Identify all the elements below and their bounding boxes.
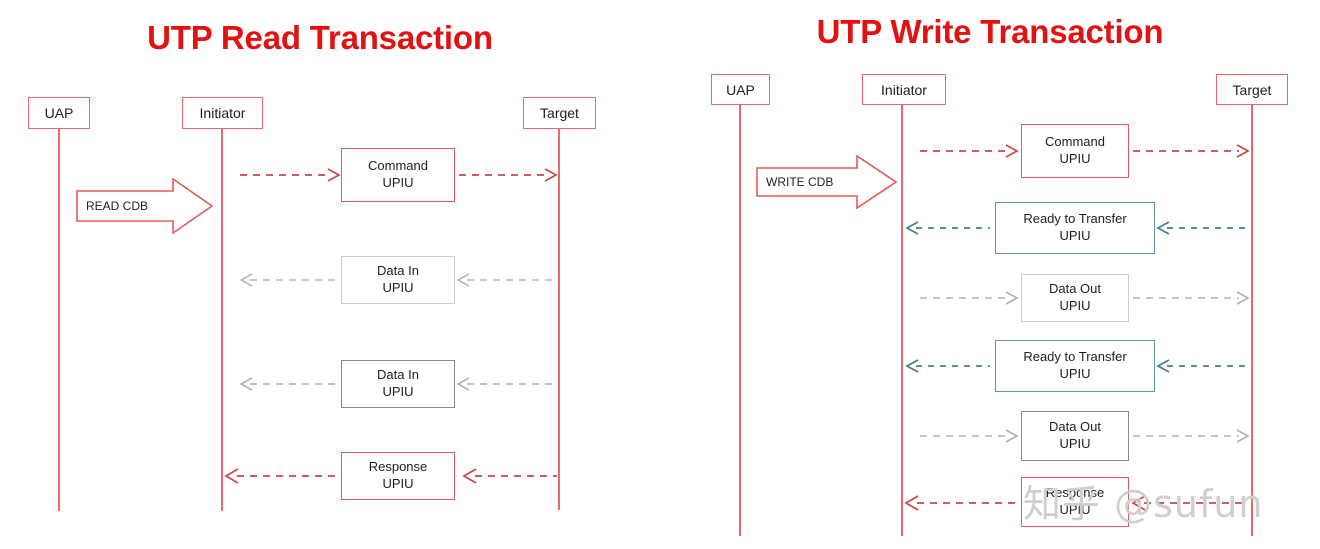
message-box-data-out-upiu-1[interactable]: Data Out UPIU bbox=[1021, 274, 1129, 322]
actor-initiator-label: Initiator bbox=[881, 81, 927, 98]
arrow-response-to-initiator bbox=[904, 495, 1019, 511]
actor-initiator[interactable]: Initiator bbox=[182, 97, 263, 129]
message-line-1: Data Out bbox=[1048, 419, 1102, 435]
message-line-2: UPIU bbox=[1059, 228, 1091, 243]
message-line-1: Data In bbox=[377, 263, 419, 279]
message-box-command-upiu[interactable]: Command UPIU bbox=[1021, 124, 1129, 178]
watermark: 知乎 @sufun bbox=[1023, 482, 1264, 526]
arrow-data-in-2-to-initiator bbox=[239, 377, 340, 391]
message-line-1: Ready to Transfer bbox=[1023, 211, 1127, 227]
lifeline-target bbox=[558, 128, 560, 510]
block-arrow-shape bbox=[756, 154, 898, 210]
arrow-ready-2-to-initiator bbox=[905, 359, 990, 373]
arrow-response-to-initiator bbox=[224, 468, 341, 484]
write-cdb-block-arrow[interactable]: WRITE CDB bbox=[756, 154, 898, 210]
lifeline-initiator bbox=[221, 128, 223, 511]
message-box-ready-to-transfer-upiu-2[interactable]: Ready to Transfer UPIU bbox=[995, 340, 1155, 392]
read-diagram-title: UTP Read Transaction bbox=[147, 19, 493, 56]
write-diagram-title: UTP Write Transaction bbox=[816, 13, 1164, 50]
read-cdb-label: READ CDB bbox=[86, 199, 149, 213]
arrow-initiator-to-command bbox=[240, 168, 341, 182]
message-line-2: UPIU bbox=[1059, 502, 1091, 517]
arrow-command-to-target bbox=[1133, 144, 1250, 158]
lifeline-initiator bbox=[901, 91, 903, 536]
arrow-target-to-response bbox=[1131, 495, 1248, 511]
message-box-response-upiu[interactable]: Response UPIU bbox=[1021, 477, 1129, 527]
message-line-2: UPIU bbox=[382, 476, 414, 491]
arrow-data-out-2-to-target bbox=[1133, 429, 1250, 443]
actor-target[interactable]: Target bbox=[1216, 74, 1288, 105]
message-line-2: UPIU bbox=[1059, 366, 1091, 381]
message-line-2: UPIU bbox=[1059, 436, 1091, 451]
message-line-2: UPIU bbox=[1059, 151, 1091, 166]
arrow-target-to-data-in-1 bbox=[456, 273, 557, 287]
arrow-initiator-to-data-out-2 bbox=[920, 429, 1019, 443]
message-box-data-in-upiu-1[interactable]: Data In UPIU bbox=[341, 256, 455, 304]
read-cdb-block-arrow[interactable]: READ CDB bbox=[76, 177, 214, 235]
lifeline-uap bbox=[58, 128, 60, 511]
message-line-1: Ready to Transfer bbox=[1023, 349, 1127, 365]
arrow-initiator-to-command bbox=[920, 144, 1019, 158]
message-line-2: UPIU bbox=[382, 175, 414, 190]
read-transaction-panel: UTP Read Transaction UAP Initiator Targe… bbox=[28, 19, 596, 511]
message-line-1: Command bbox=[1045, 134, 1105, 150]
actor-target[interactable]: Target bbox=[523, 97, 596, 129]
block-arrow-shape bbox=[76, 177, 214, 235]
actor-uap-label: UAP bbox=[726, 81, 755, 98]
message-line-1: Command bbox=[368, 158, 428, 174]
actor-uap-label: UAP bbox=[44, 105, 74, 121]
message-box-response-upiu[interactable]: Response UPIU bbox=[341, 452, 455, 500]
arrow-data-out-1-to-target bbox=[1133, 291, 1250, 305]
arrow-initiator-to-data-out-1 bbox=[920, 291, 1019, 305]
message-line-1: Response bbox=[1045, 485, 1105, 501]
message-box-data-out-upiu-2[interactable]: Data Out UPIU bbox=[1021, 411, 1129, 461]
actor-initiator-label: Initiator bbox=[199, 105, 246, 121]
write-transaction-panel: UTP Write Transaction UAP Initiator Targ… bbox=[660, 0, 1320, 549]
arrow-target-to-response bbox=[462, 468, 557, 484]
message-box-command-upiu[interactable]: Command UPIU bbox=[341, 148, 455, 202]
arrow-target-to-ready-2 bbox=[1156, 359, 1249, 373]
message-line-2: UPIU bbox=[382, 384, 414, 399]
lifeline-uap bbox=[739, 91, 741, 536]
message-line-1: Response bbox=[368, 459, 428, 475]
write-cdb-label: WRITE CDB bbox=[766, 175, 834, 189]
arrow-data-in-1-to-initiator bbox=[239, 273, 340, 287]
actor-initiator[interactable]: Initiator bbox=[862, 74, 946, 105]
message-line-2: UPIU bbox=[382, 280, 414, 295]
message-line-2: UPIU bbox=[1059, 298, 1091, 313]
arrow-ready-1-to-initiator bbox=[905, 221, 990, 235]
actor-target-label: Target bbox=[1232, 81, 1272, 98]
lifeline-target bbox=[1251, 91, 1253, 536]
actor-target-label: Target bbox=[540, 105, 579, 121]
arrow-target-to-ready-1 bbox=[1156, 221, 1249, 235]
message-box-data-in-upiu-2[interactable]: Data In UPIU bbox=[341, 360, 455, 408]
message-box-ready-to-transfer-upiu-1[interactable]: Ready to Transfer UPIU bbox=[995, 202, 1155, 254]
actor-uap[interactable]: UAP bbox=[28, 97, 90, 129]
arrow-command-to-target bbox=[459, 168, 558, 182]
message-line-1: Data Out bbox=[1048, 281, 1102, 297]
actor-uap[interactable]: UAP bbox=[711, 74, 770, 105]
message-line-1: Data In bbox=[377, 367, 419, 383]
arrow-target-to-data-in-2 bbox=[456, 377, 557, 391]
